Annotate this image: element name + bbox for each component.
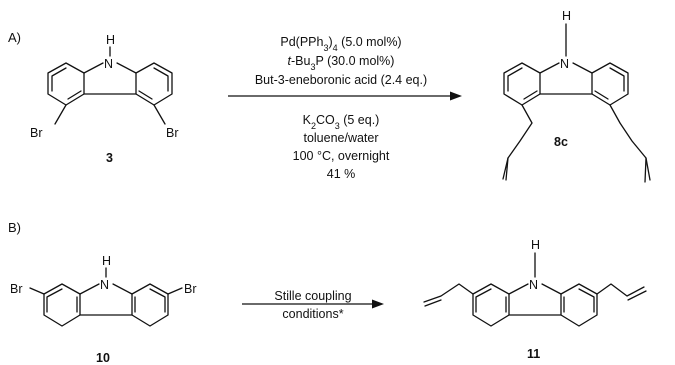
reactant-10-nitrogen: N <box>100 278 109 292</box>
product-8c-hydrogen: H <box>562 9 571 23</box>
product-8c-structure <box>502 62 651 183</box>
panel-b-label: B) <box>8 220 21 235</box>
condition-a-reagent: But-3-eneboronic acid (2.4 eq.) <box>255 73 427 87</box>
condition-a-ligand: t-Bu3P (30.0 mol%) <box>288 54 395 72</box>
condition-a-solvent: toluene/water <box>303 131 378 145</box>
condition-a-catalyst: Pd(PPh3)4 (5.0 mol%) <box>280 35 401 53</box>
reaction-arrow-a <box>228 91 462 101</box>
compound-8c-label: 8c <box>554 135 568 149</box>
product-11-nitrogen: N <box>529 278 538 292</box>
reaction-arrow-b <box>242 299 384 309</box>
compound-10-label: 10 <box>96 351 110 365</box>
product-11-structure <box>423 283 647 327</box>
compound-11-label: 11 <box>527 347 540 361</box>
product-8c-nitrogen: N <box>560 57 569 71</box>
reactant-3-br-left: Br <box>30 126 43 140</box>
reactant-10-br-right: Br <box>184 282 197 296</box>
reactant-3-nitrogen: N <box>104 57 113 71</box>
condition-b-method: Stille coupling <box>274 289 351 303</box>
reactant-3-hydrogen: H <box>106 33 115 47</box>
condition-a-yield: 41 % <box>327 167 356 181</box>
condition-a-temperature: 100 °C, overnight <box>293 149 390 163</box>
panel-a-label: A) <box>8 30 21 45</box>
reactant-10-hydrogen: H <box>102 254 111 268</box>
reactant-3-br-right: Br <box>166 126 179 140</box>
reactant-10-br-left: Br <box>10 282 23 296</box>
condition-b-note: conditions* <box>282 307 343 321</box>
reactant-3-structure <box>47 62 173 125</box>
condition-a-base: K2CO3 (5 eq.) <box>303 113 380 131</box>
reactant-10-structure <box>29 283 183 327</box>
product-11-hydrogen: H <box>531 238 540 252</box>
compound-3-label: 3 <box>106 151 113 165</box>
